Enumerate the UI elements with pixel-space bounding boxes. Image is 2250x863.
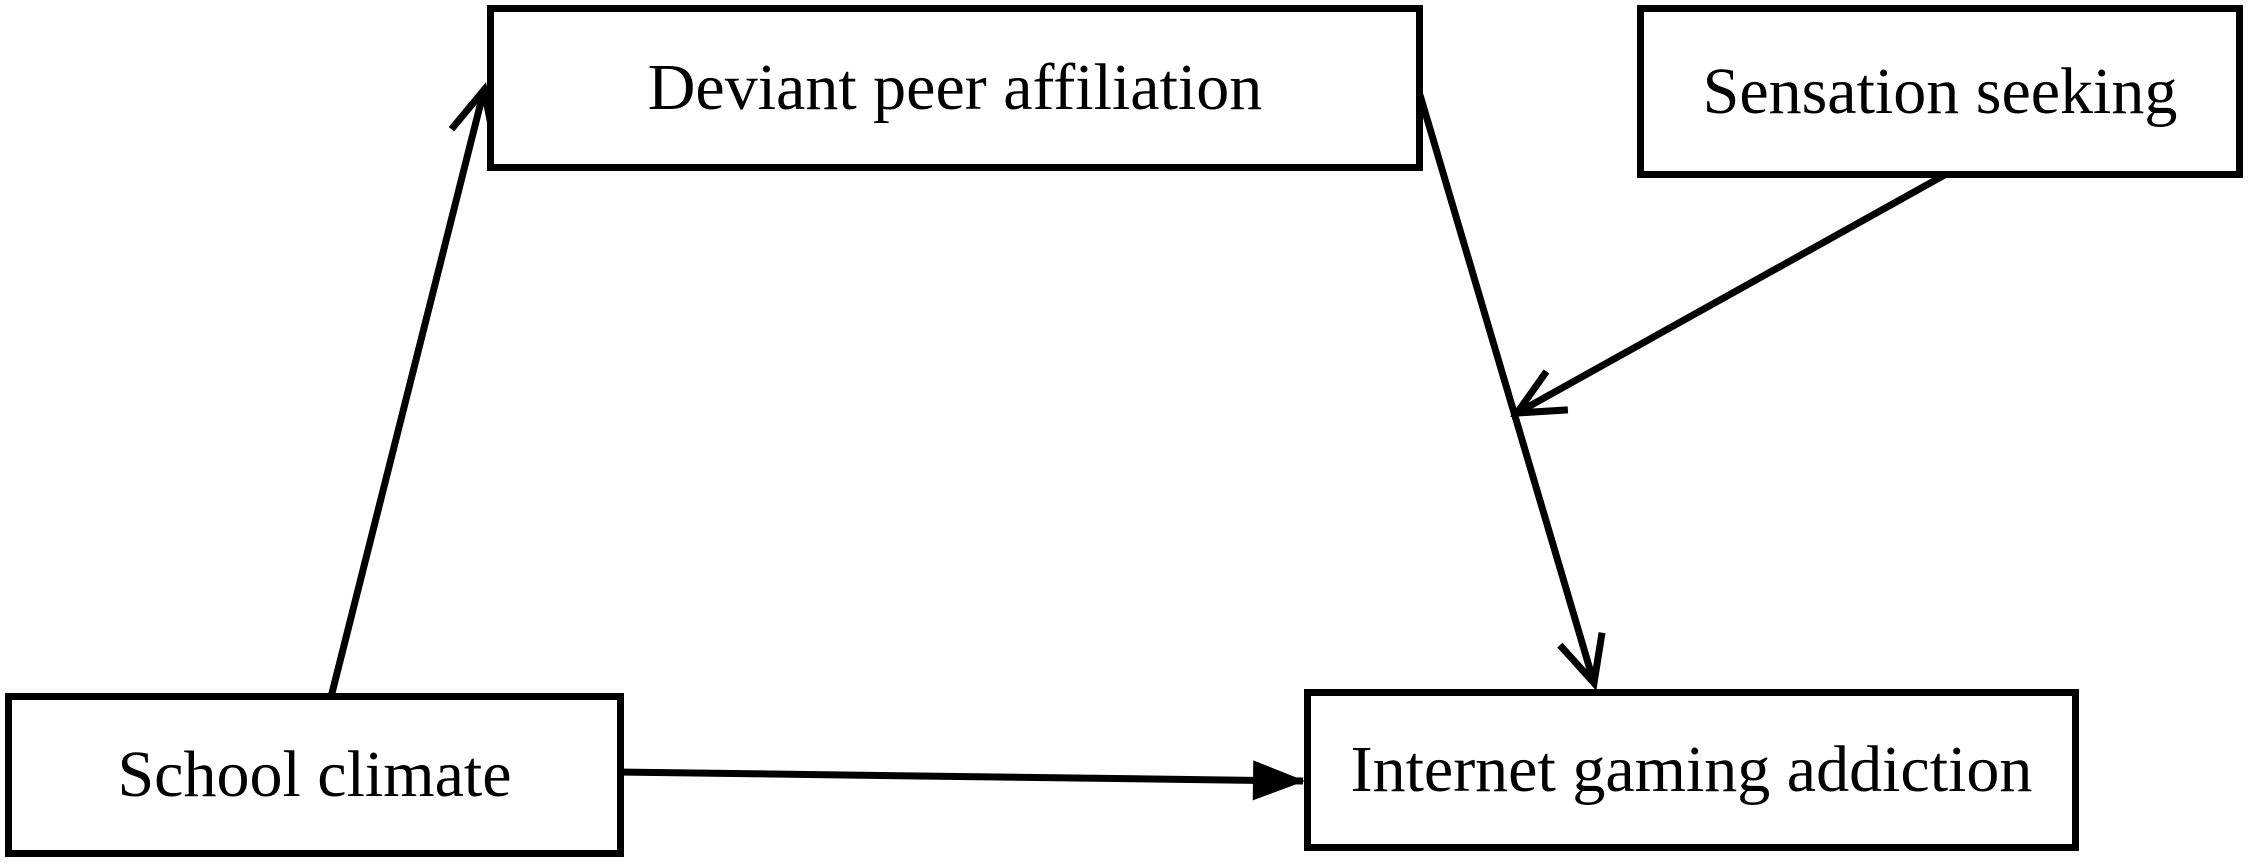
edge-school-to-deviant-arrow [327,82,498,698]
node-internet-gaming-addiction: Internet gaming addiction [1304,689,2079,851]
edge-deviant-to-internet-arrow [1416,94,1606,691]
node-deviant-peer-affiliation-label: Deviant peer affiliation [647,51,1263,124]
node-school-climate: School climate [5,693,624,857]
edge-sensation-moderation-arrow [1509,168,1952,417]
edge-school-to-internet-arrow [616,760,1305,801]
node-sensation-seeking-label: Sensation seeking [1702,54,2178,128]
node-deviant-peer-affiliation: Deviant peer affiliation [487,5,1423,171]
node-internet-gaming-addiction-label: Internet gaming addiction [1350,733,2033,806]
node-school-climate-label: School climate [117,738,512,811]
node-sensation-seeking: Sensation seeking [1637,5,2243,178]
